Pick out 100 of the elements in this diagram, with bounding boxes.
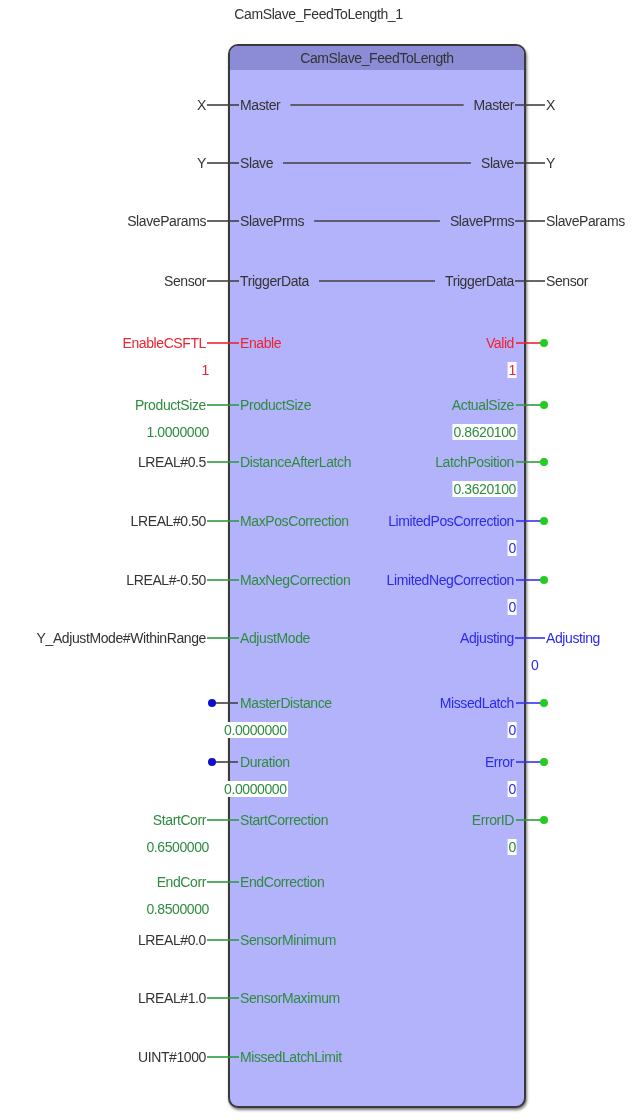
variable-name: EndCorr — [156, 874, 206, 890]
monitor-value: 1.0000000 — [146, 424, 209, 440]
monitor-value: 0 — [507, 781, 517, 797]
pin-name: Enable — [240, 335, 282, 351]
variable-name: ProductSize — [134, 397, 206, 413]
variable-name: Y — [197, 155, 206, 171]
pin-name: StartCorrection — [240, 812, 329, 828]
wire-stub — [515, 816, 548, 824]
wire — [514, 637, 546, 639]
pin-name: MissedLatch — [439, 695, 514, 711]
variable-name: Sensor — [546, 273, 588, 289]
wire-stub — [515, 517, 548, 525]
block-type-header: CamSlave_FeedToLength — [230, 46, 524, 70]
wire — [514, 162, 546, 164]
pin-name: ErrorID — [471, 812, 514, 828]
pin-name: AdjustMode — [240, 630, 310, 646]
variable-name: LREAL#0.5 — [138, 454, 206, 470]
wire — [289, 104, 465, 106]
variable-name: StartCorr — [152, 812, 206, 828]
variable-name: LREAL#0.50 — [130, 513, 206, 529]
pin-name: LimitedNegCorrection — [386, 572, 514, 588]
wire-stub — [208, 699, 239, 707]
monitor-value: 0.6500000 — [146, 839, 209, 855]
variable-name: LREAL#0.0 — [138, 932, 206, 948]
variable-name: SlaveParams — [127, 213, 206, 229]
wire — [514, 280, 546, 282]
wire-stub — [515, 458, 548, 466]
monitor-value: 0 — [507, 722, 517, 738]
pin-name: Valid — [485, 335, 514, 351]
wire-stub — [515, 758, 548, 766]
monitor-value: 0 — [507, 599, 517, 615]
pin-name: Master — [240, 97, 281, 113]
monitor-value: 0.8620100 — [452, 424, 517, 440]
variable-name: EnableCSFTL — [122, 335, 206, 351]
variable-name: UINT#1000 — [138, 1049, 206, 1065]
wire — [206, 1056, 240, 1058]
wire — [206, 162, 240, 164]
wire — [206, 104, 240, 106]
pin-name: SensorMinimum — [240, 932, 336, 948]
wire — [206, 280, 240, 282]
monitor-value: 0.3620100 — [452, 481, 517, 497]
wire — [206, 997, 240, 999]
monitor-value: 0.0000000 — [223, 781, 288, 797]
wire — [514, 220, 546, 222]
pin-name: MissedLatchLimit — [240, 1049, 342, 1065]
variable-name: Y_AdjustMode#WithinRange — [36, 630, 206, 646]
pin-name: ProductSize — [240, 397, 312, 413]
pin-name: Slave — [240, 155, 274, 171]
monitor-value: 1 — [507, 362, 517, 378]
wire — [206, 637, 240, 639]
pin-name: MaxNegCorrection — [240, 572, 351, 588]
wire — [318, 280, 436, 282]
pin-name: LimitedPosCorrection — [388, 513, 514, 529]
pin-name: Error — [484, 754, 514, 770]
pin-name: Duration — [240, 754, 290, 770]
wire — [206, 342, 240, 344]
wire — [206, 404, 240, 406]
monitor-value: 0.0000000 — [223, 722, 288, 738]
instance-name: CamSlave_FeedToLength_1 — [233, 6, 404, 22]
monitor-value: 0.8500000 — [146, 901, 209, 917]
wire — [206, 939, 240, 941]
pin-name: SlavePrms — [240, 213, 305, 229]
wire — [313, 220, 441, 222]
wire — [514, 104, 546, 106]
pin-name: TriggerData — [445, 273, 514, 289]
wire — [206, 461, 240, 463]
wire-stub — [515, 699, 548, 707]
pin-name: Adjusting — [460, 630, 514, 646]
pin-name: MasterDistance — [240, 695, 332, 711]
variable-name: LREAL#-0.50 — [126, 572, 206, 588]
wire-stub — [515, 576, 548, 584]
variable-name: Adjusting — [546, 630, 600, 646]
variable-name: X — [546, 97, 555, 113]
monitor-value: 1 — [201, 362, 209, 378]
wire — [206, 819, 240, 821]
pin-name: DistanceAfterLatch — [240, 454, 352, 470]
wire — [206, 520, 240, 522]
wire — [282, 162, 472, 164]
wire — [206, 579, 240, 581]
variable-name: Sensor — [164, 273, 206, 289]
wire — [206, 220, 240, 222]
pin-name: Slave — [480, 155, 514, 171]
variable-name: X — [197, 97, 206, 113]
wire-stub — [515, 339, 548, 347]
monitor-value: 0 — [507, 839, 517, 855]
monitor-value: 0 — [507, 540, 517, 556]
pin-name: ActualSize — [451, 397, 514, 413]
variable-name: SlaveParams — [546, 213, 625, 229]
wire-stub — [208, 758, 239, 766]
monitor-value: 0 — [531, 657, 539, 673]
wire — [206, 881, 240, 883]
pin-name: Master — [473, 97, 514, 113]
pin-name: LatchPosition — [435, 454, 514, 470]
pin-name: EndCorrection — [240, 874, 325, 890]
wire-stub — [515, 401, 548, 409]
pin-name: TriggerData — [240, 273, 309, 289]
variable-name: LREAL#1.0 — [138, 990, 206, 1006]
pin-name: SlavePrms — [449, 213, 514, 229]
pin-name: SensorMaximum — [240, 990, 340, 1006]
pin-name: MaxPosCorrection — [240, 513, 349, 529]
